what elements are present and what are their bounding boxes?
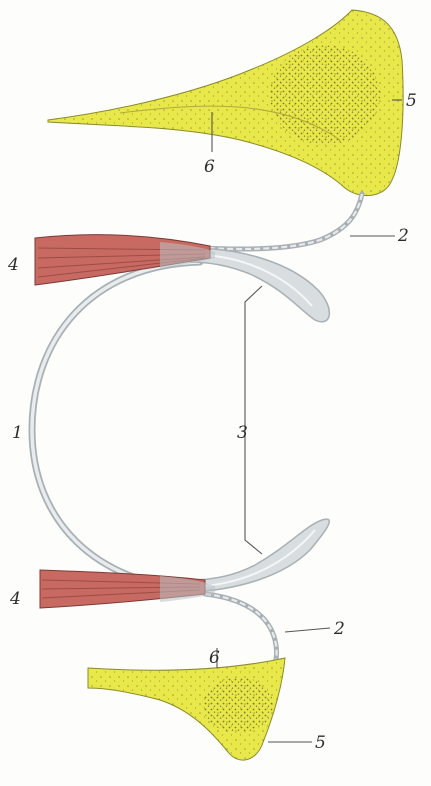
label-ring-1: 1 — [12, 423, 23, 443]
label-bottom-6: 6 — [209, 648, 220, 668]
label-bottom-4: 4 — [9, 589, 21, 609]
bottom-yellow-mass — [88, 658, 285, 760]
bottom-cartilage-hook — [190, 519, 329, 592]
bottom-muscle — [40, 570, 215, 608]
top-cord — [205, 194, 362, 249]
label-bottom-5: 5 — [315, 733, 326, 753]
label-top-2: 2 — [397, 226, 409, 246]
leader-lines — [212, 100, 402, 742]
top-cartilage-hook — [190, 248, 329, 322]
label-bottom-2: 2 — [333, 619, 345, 639]
label-center-3: 3 — [237, 423, 248, 443]
top-yellow-mass — [48, 10, 403, 196]
label-top-5: 5 — [406, 91, 417, 111]
label-top-4: 4 — [7, 255, 19, 275]
label-top-6: 6 — [204, 157, 215, 177]
main-ring — [32, 262, 200, 590]
